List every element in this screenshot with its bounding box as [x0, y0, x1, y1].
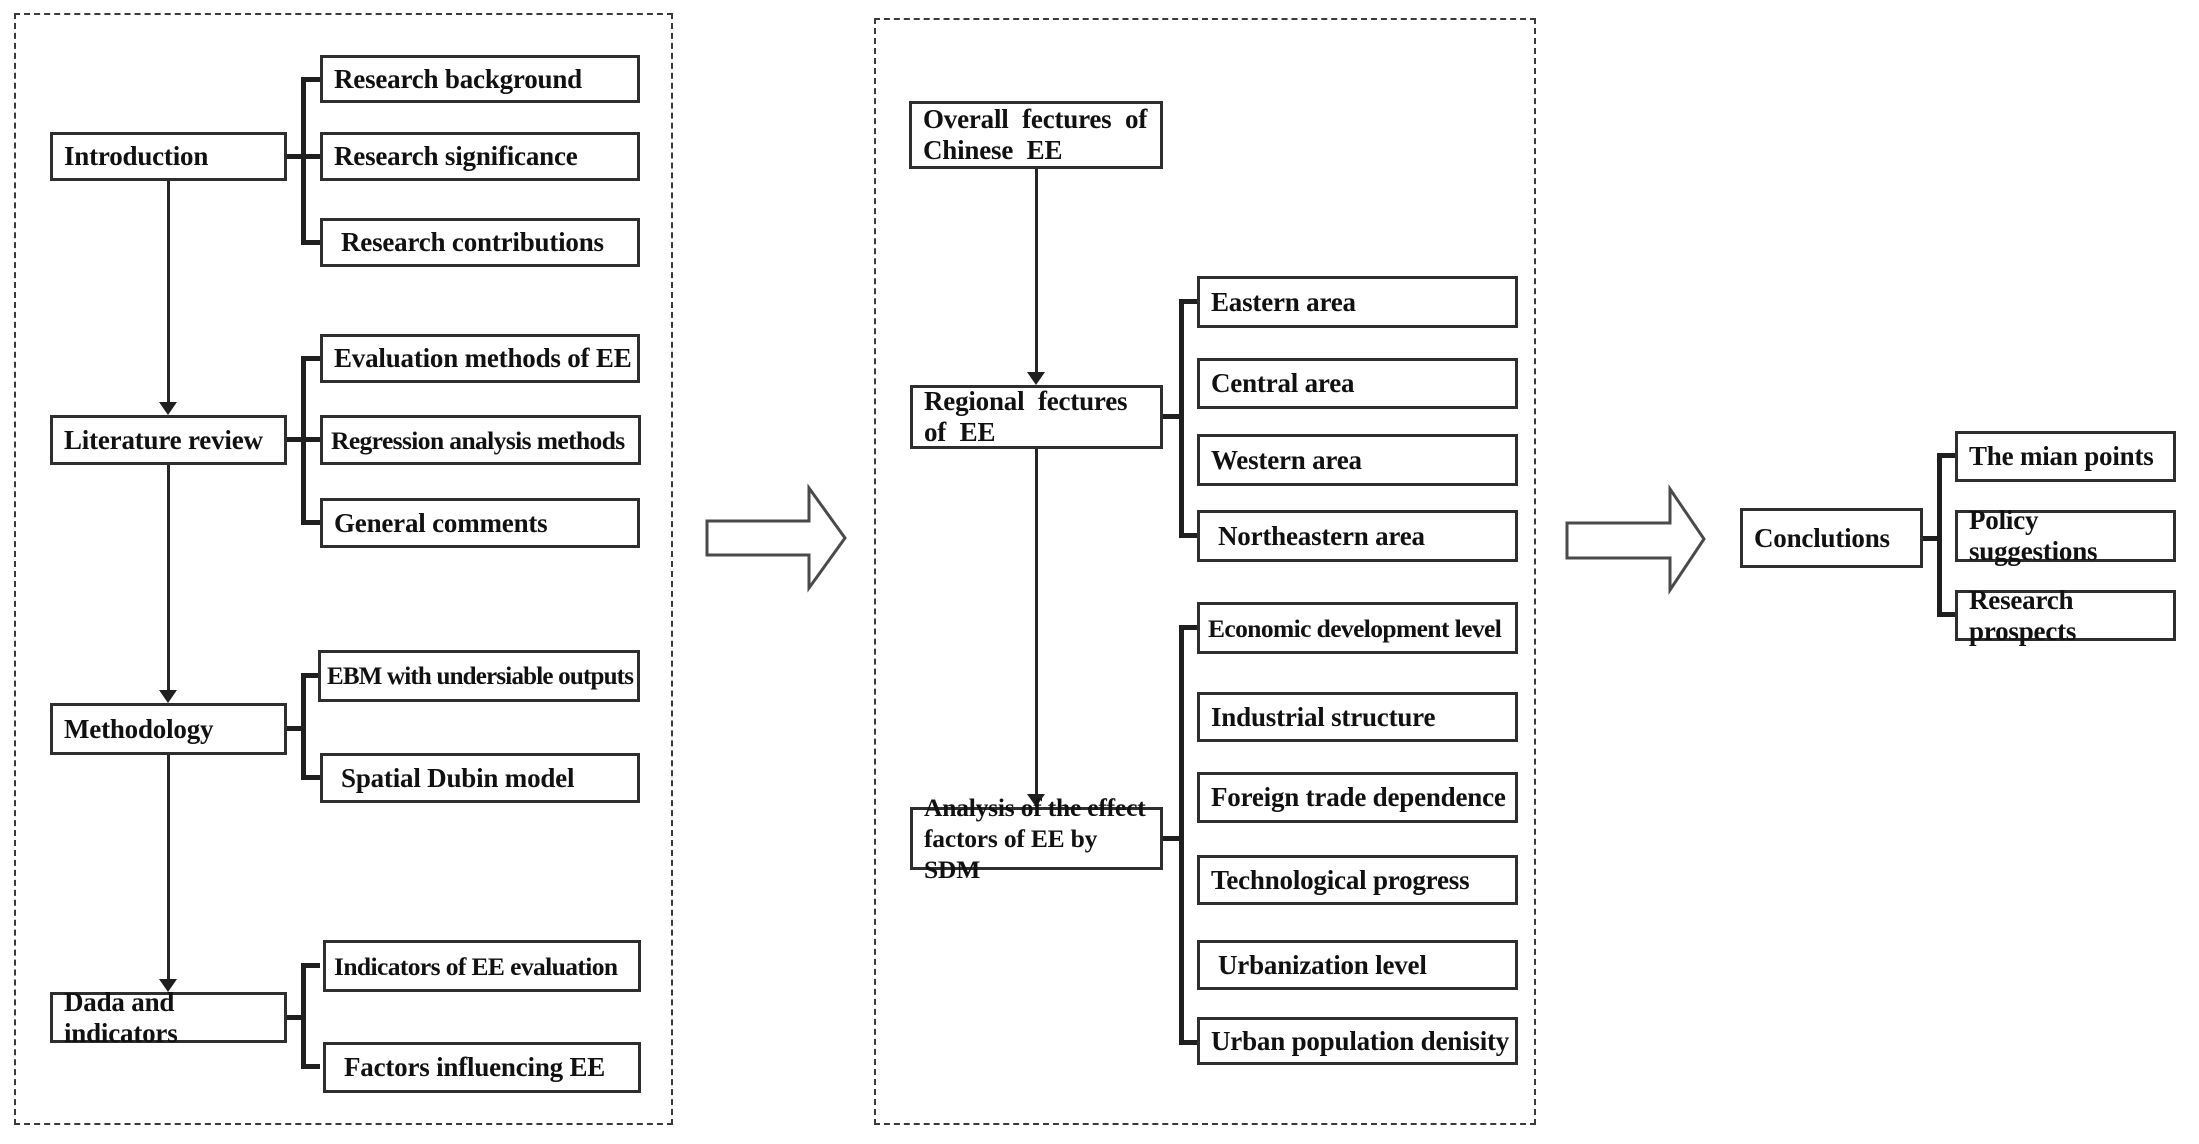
node-policy-suggestions: Policy suggestions: [1955, 505, 2176, 566]
bracket-stub: [287, 1015, 303, 1020]
arrow-line-literature-to-methodology: [167, 465, 170, 690]
node-eastern-area: Eastern area: [1197, 276, 1518, 328]
bracket-stub: [287, 437, 320, 442]
node-western-area: Western area: [1197, 434, 1518, 486]
bracket-stub: [1179, 625, 1197, 630]
bracket-stub: [1937, 453, 1955, 458]
bracket-trunk-data: [301, 963, 306, 1069]
node-research-prospects: Research prospects: [1955, 585, 2176, 646]
bracket-stub: [301, 520, 320, 525]
node-research-contributions: Research contributions: [320, 218, 640, 267]
bracket-stub: [287, 726, 303, 731]
bracket-stub: [1163, 414, 1179, 419]
bracket-trunk-conclusions: [1937, 453, 1942, 617]
arrow-line-regional-to-analysis: [1035, 449, 1038, 794]
bracket-stub: [1179, 1040, 1197, 1045]
node-urbanization-level: Urbanization level: [1197, 940, 1518, 990]
arrow-line-intro-to-literature: [167, 181, 170, 402]
node-industrial-structure: Industrial structure: [1197, 692, 1518, 742]
node-main-points: The mian points: [1955, 431, 2176, 482]
node-data-indicators: Dada and indicators: [50, 987, 287, 1048]
arrowhead-down-icon: [159, 690, 177, 703]
node-conclusions: Conclutions: [1740, 508, 1923, 568]
node-methodology: Methodology: [50, 703, 287, 755]
node-economic-development: Economic development level: [1197, 602, 1518, 654]
node-regression-methods: Regression analysis methods: [320, 415, 641, 465]
bracket-stub: [301, 356, 320, 361]
bracket-trunk-methodology: [301, 673, 306, 780]
node-research-background: Research background: [320, 55, 640, 103]
bracket-trunk-introduction: [301, 77, 306, 245]
arrow-line-overall-to-regional: [1035, 169, 1038, 372]
arrowhead-down-icon: [159, 979, 177, 992]
bracket-stub: [1937, 612, 1955, 617]
node-spatial-dubin: Spatial Dubin model: [320, 753, 640, 803]
arrowhead-down-icon: [1027, 372, 1045, 385]
bracket-stub: [301, 1064, 320, 1069]
bracket-trunk-analysis: [1179, 625, 1184, 1045]
block-arrow-middle-to-right: [1565, 484, 1706, 595]
node-central-area: Central area: [1197, 358, 1518, 409]
left-dashed-panel: [14, 13, 673, 1125]
bracket-stub: [301, 77, 320, 82]
node-northeastern-area: Northeastern area: [1197, 510, 1518, 562]
arrowhead-down-icon: [159, 402, 177, 415]
node-foreign-trade: Foreign trade dependence: [1197, 772, 1518, 823]
bracket-stub: [301, 963, 320, 968]
node-literature-review: Literature review: [50, 415, 287, 465]
node-technological-progress: Technological progress: [1197, 855, 1518, 905]
bracket-trunk-regional: [1179, 299, 1184, 538]
middle-dashed-panel: [874, 18, 1536, 1125]
bracket-stub: [287, 154, 320, 159]
node-factors-ee: Factors influencing EE: [323, 1042, 641, 1093]
bracket-stub: [301, 775, 320, 780]
node-general-comments: General comments: [320, 498, 640, 548]
bracket-stub: [301, 673, 320, 678]
bracket-stub: [1179, 533, 1197, 538]
node-evaluation-methods: Evaluation methods of EE: [320, 334, 640, 383]
node-regional-features: Regional fectures of EE: [910, 385, 1163, 449]
arrow-line-methodology-to-data: [167, 755, 170, 979]
bracket-stub: [1179, 299, 1197, 304]
arrowhead-down-icon: [1027, 794, 1045, 807]
node-introduction: Introduction: [50, 132, 287, 181]
bracket-stub: [1923, 536, 1937, 541]
node-indicators-ee: Indicators of EE evaluation: [323, 940, 641, 992]
node-overall-features: Overall fectures of Chinese EE: [909, 101, 1163, 169]
node-analysis-sdm: Analysis of the effect factors of EE by …: [910, 793, 1163, 884]
node-ebm: EBM with undersiable outputs: [318, 650, 640, 702]
node-urban-density: Urban population denisity: [1197, 1017, 1518, 1065]
bracket-stub: [301, 240, 320, 245]
block-arrow-left-to-middle: [705, 483, 847, 593]
node-research-significance: Research significance: [320, 132, 640, 181]
bracket-stub: [1163, 836, 1179, 841]
